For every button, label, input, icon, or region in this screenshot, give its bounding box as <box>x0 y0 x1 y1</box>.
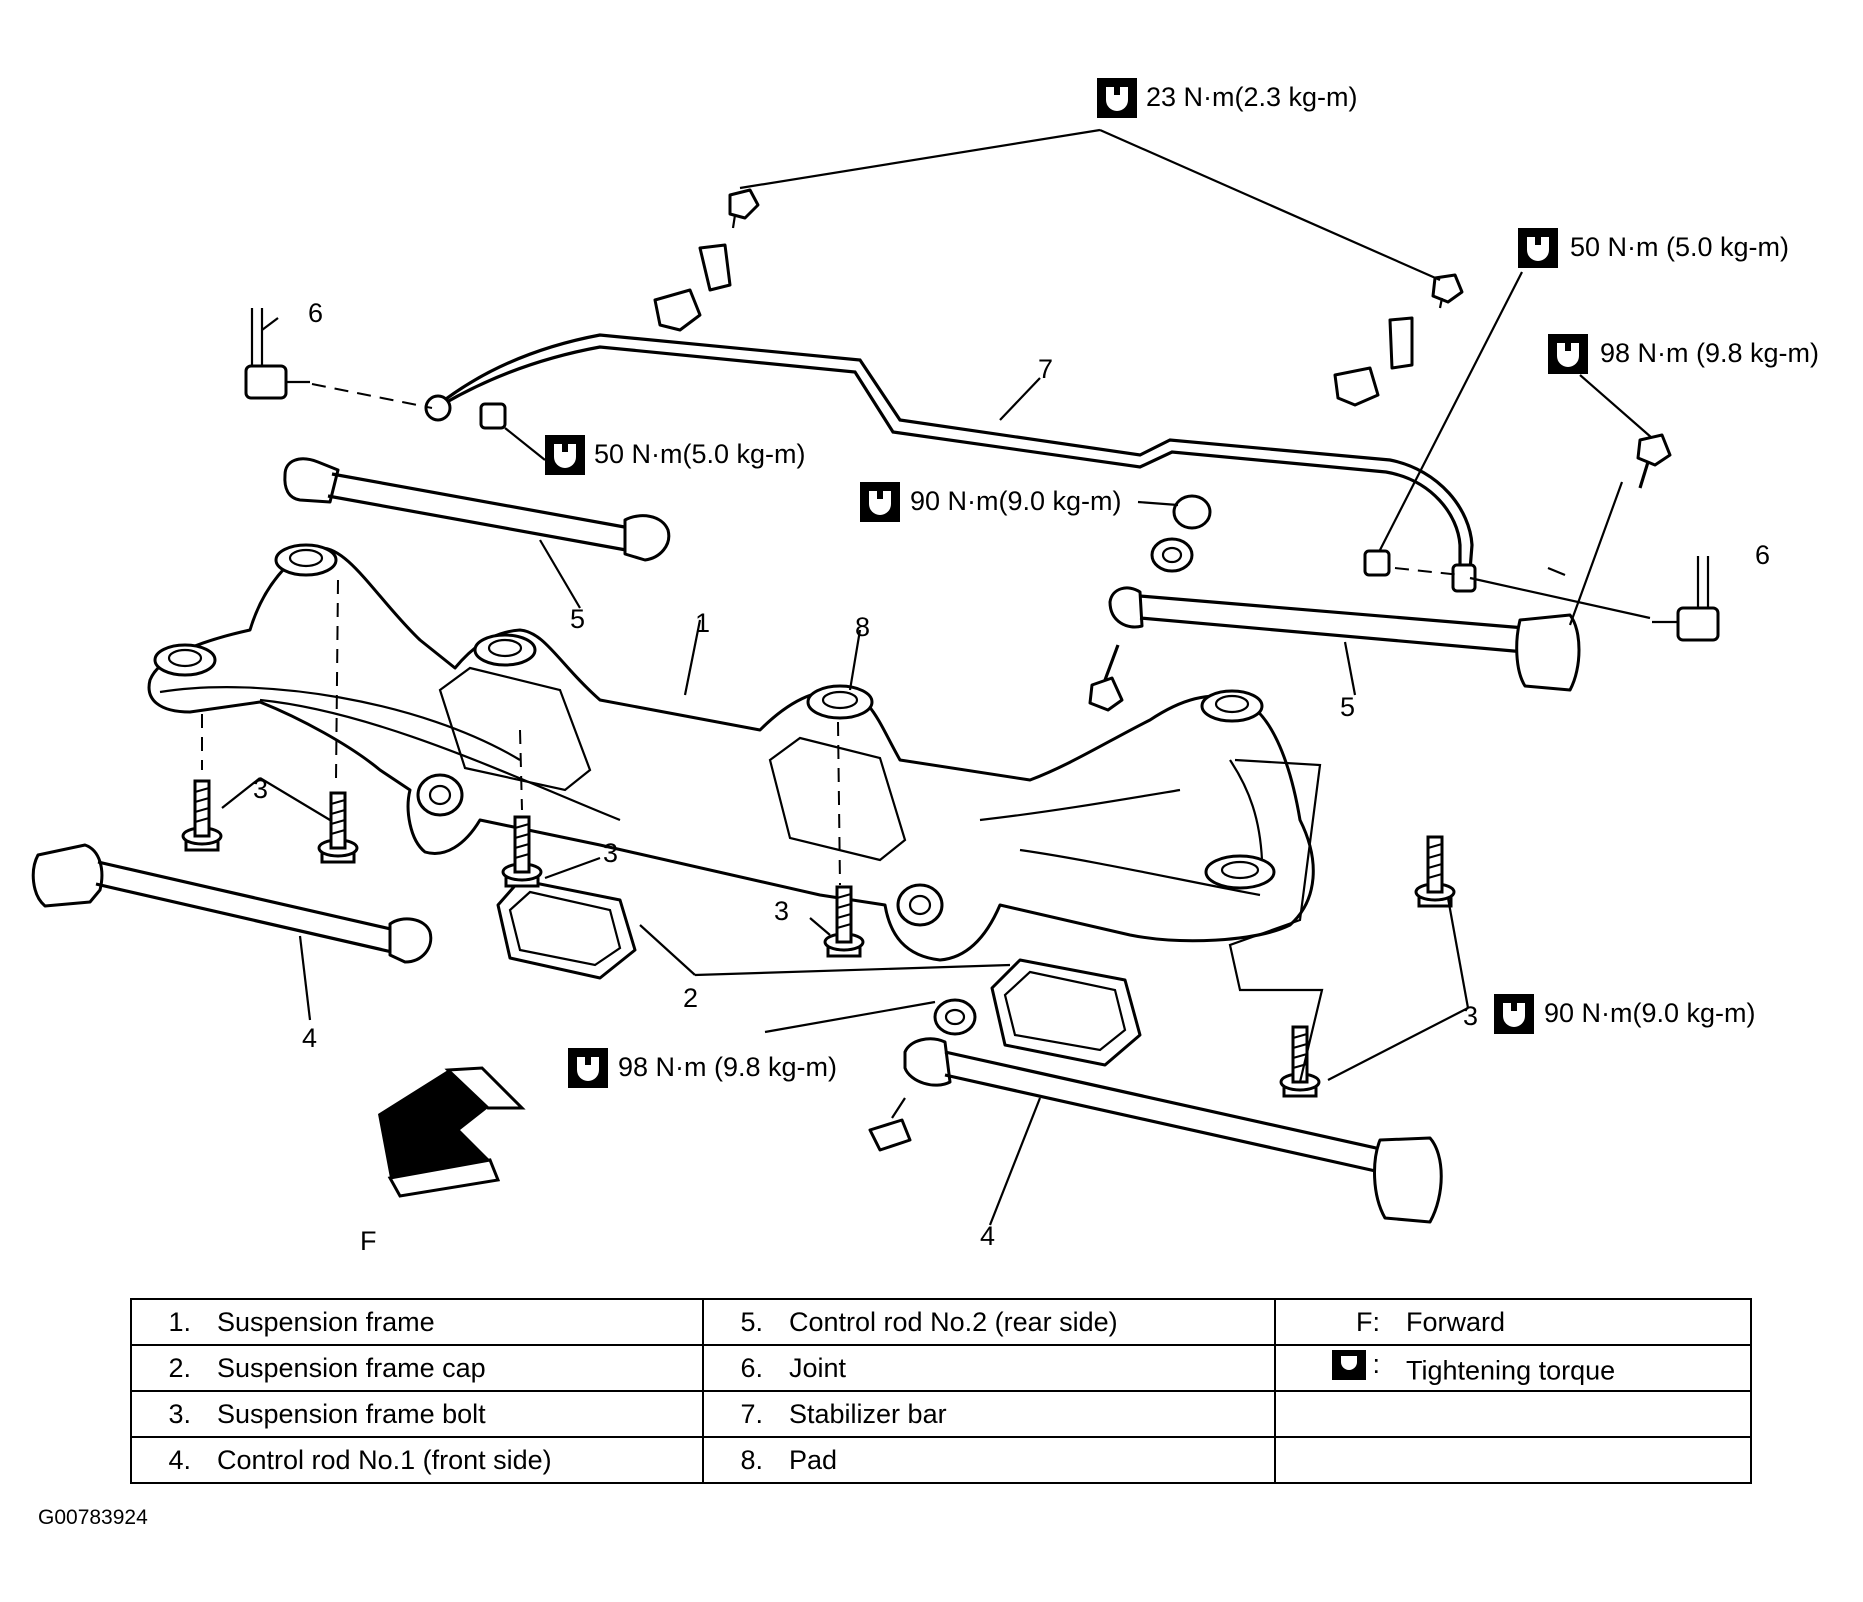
callout-3: 3 <box>774 896 789 926</box>
torque-50-left: 50 N·m(5.0 kg-m) <box>594 439 806 469</box>
legend-number: 3. <box>168 1398 191 1429</box>
legend-number: 6. <box>740 1352 763 1383</box>
torque-wrench-icon <box>860 482 900 522</box>
suspension-frame-bolt <box>317 791 359 864</box>
callout-7: 7 <box>1038 354 1053 384</box>
legend-text: Control rod No.2 (rear side) <box>789 1306 1118 1337</box>
torque-98-right: 98 N·m (9.8 kg-m) <box>1600 338 1819 368</box>
callout-1: 1 <box>695 608 710 638</box>
callout-6: 6 <box>308 298 323 328</box>
suspension-frame-cap-left <box>496 878 637 980</box>
joint-right <box>1394 556 1720 642</box>
control-rod-no2-left <box>283 457 671 562</box>
legend-cell: 7. Stabilizer bar <box>702 1390 1276 1438</box>
callout-5: 5 <box>570 604 585 634</box>
legend-row: 2. Suspension frame cap 6. Joint : Tighteni… <box>130 1344 1752 1392</box>
callout-8: 8 <box>855 612 870 642</box>
legend-cell-empty <box>1274 1436 1752 1484</box>
alignment-lines <box>201 579 841 886</box>
callout-3: 3 <box>253 774 268 804</box>
torque-98-lower: 98 N·m (9.8 kg-m) <box>618 1052 837 1082</box>
legend-forward-key: F: <box>1356 1306 1380 1337</box>
control-rod-no1-left <box>31 843 433 964</box>
legend-cell: : Tightening torque <box>1274 1344 1752 1392</box>
torque-wrench-icon <box>545 435 585 475</box>
figure-id: G00783924 <box>38 1506 148 1529</box>
pad-nut-upper <box>1150 494 1212 573</box>
suspension-frame-cap-right <box>990 958 1142 1067</box>
legend-torque-colon: : <box>1372 1349 1380 1380</box>
callout-2: 2 <box>683 983 698 1013</box>
legend-cell: 1. Suspension frame <box>130 1298 704 1346</box>
legend-text: Suspension frame bolt <box>217 1398 486 1429</box>
legend-row: 3. Suspension frame bolt 7. Stabilizer bar <box>130 1390 1752 1438</box>
legend-number: 7. <box>740 1398 763 1429</box>
stabilizer-bushing-right <box>1333 316 1414 407</box>
leader-lines <box>221 128 1653 1226</box>
legend-number: 5. <box>740 1306 763 1337</box>
legend-text: Pad <box>789 1444 838 1475</box>
suspension-frame-bolt <box>1414 835 1456 908</box>
legend-forward-text: Forward <box>1406 1306 1506 1337</box>
suspension-frame-bolt <box>181 779 223 852</box>
legend-cell: F: Forward <box>1274 1298 1752 1346</box>
legend-cell: 8. Pad <box>702 1436 1276 1484</box>
callout-4: 4 <box>980 1221 995 1251</box>
torque-90-lower: 90 N·m(9.0 kg-m) <box>1544 998 1756 1028</box>
legend-number: 8. <box>740 1444 763 1475</box>
callout-4: 4 <box>302 1023 317 1053</box>
legend-number: 4. <box>168 1444 191 1475</box>
legend-cell: 6. Joint <box>702 1344 1276 1392</box>
torque-wrench-icon <box>1518 228 1558 268</box>
legend-torque-text: Tightening torque <box>1406 1355 1616 1386</box>
forward-arrow-icon <box>378 1066 526 1198</box>
torque-wrench-icon <box>1097 78 1137 118</box>
legend-row: 4. Control rod No.1 (front side) 8. Pad <box>130 1436 1752 1484</box>
legend-row: 1. Suspension frame 5. Control rod No.2 (r… <box>130 1298 1752 1346</box>
torque-90-upper: 90 N·m(9.0 kg-m) <box>910 486 1122 516</box>
legend-text: Suspension frame <box>217 1306 435 1337</box>
legend-text: Joint <box>789 1352 847 1383</box>
legend-number: 2. <box>168 1352 191 1383</box>
legend-cell: 2. Suspension frame cap <box>130 1344 704 1392</box>
suspension-frame <box>147 543 1315 962</box>
torque-50-right: 50 N·m (5.0 kg-m) <box>1570 232 1789 262</box>
legend-cell: 3. Suspension frame bolt <box>130 1390 704 1438</box>
callout-5: 5 <box>1340 692 1355 722</box>
bracket-bolt-left <box>728 188 760 229</box>
legend-cell-empty <box>1274 1390 1752 1438</box>
legend-number: 1. <box>168 1306 191 1337</box>
suspension-frame-bolt <box>1279 1025 1321 1098</box>
legend-cell: 5. Control rod No.2 (rear side) <box>702 1298 1276 1346</box>
stabilizer-nut-right <box>1363 549 1391 577</box>
bracket-bolt-right <box>1431 273 1464 309</box>
torque-wrench-icon <box>568 1048 608 1088</box>
legend-text: Stabilizer bar <box>789 1398 947 1429</box>
callout-3: 3 <box>1463 1001 1478 1031</box>
torque-wrench-icon <box>1548 334 1588 374</box>
callout-f: F <box>360 1226 377 1256</box>
joint-left <box>244 308 433 409</box>
control-rod-no1-right <box>868 1037 1443 1224</box>
callout-6: 6 <box>1755 540 1770 570</box>
stabilizer-bushing-left <box>653 243 732 332</box>
torque-wrench-icon <box>1332 1349 1367 1380</box>
rod-bolt-right-upper <box>1088 433 1672 712</box>
torque-wrench-icon <box>1494 994 1534 1034</box>
torque-23: 23 N·m(2.3 kg-m) <box>1146 82 1358 112</box>
legend-text: Suspension frame cap <box>217 1352 486 1383</box>
parts-legend-table: 1. Suspension frame 5. Control rod No.2 (r… <box>130 1298 1752 1484</box>
callout-3: 3 <box>603 838 618 868</box>
control-rod-no2-right <box>1108 586 1581 692</box>
legend-torque-key: : <box>1277 1349 1406 1380</box>
legend-text: Control rod No.1 (front side) <box>217 1444 552 1475</box>
legend-cell: 4. Control rod No.1 (front side) <box>130 1436 704 1484</box>
stabilizer-nut-left <box>479 402 507 430</box>
pad-nut-lower <box>933 998 977 1036</box>
